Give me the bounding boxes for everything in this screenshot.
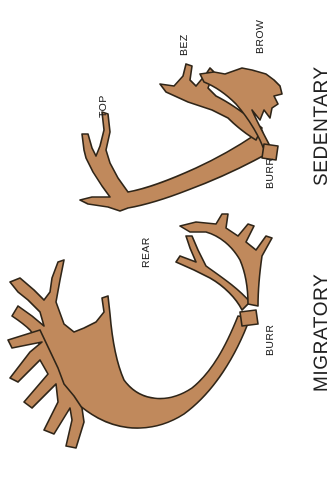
migratory-title: MIGRATORY [311,274,332,392]
sedentary-label-rear: REAR [140,237,152,268]
sedentary-label-bez: BEZ [178,34,190,56]
sedentary-antler [80,64,282,211]
sedentary-title: SEDENTARY [311,66,332,186]
sedentary-burr [262,144,278,160]
sedentary-label-brow: BROW [254,20,266,54]
sedentary-label-top: TOP [97,95,109,118]
sedentary-label-burr: BURR [264,158,276,189]
migratory-brow-branch [180,214,272,306]
migratory-burr [240,310,258,326]
migratory-label-burr: BURR [264,325,276,356]
